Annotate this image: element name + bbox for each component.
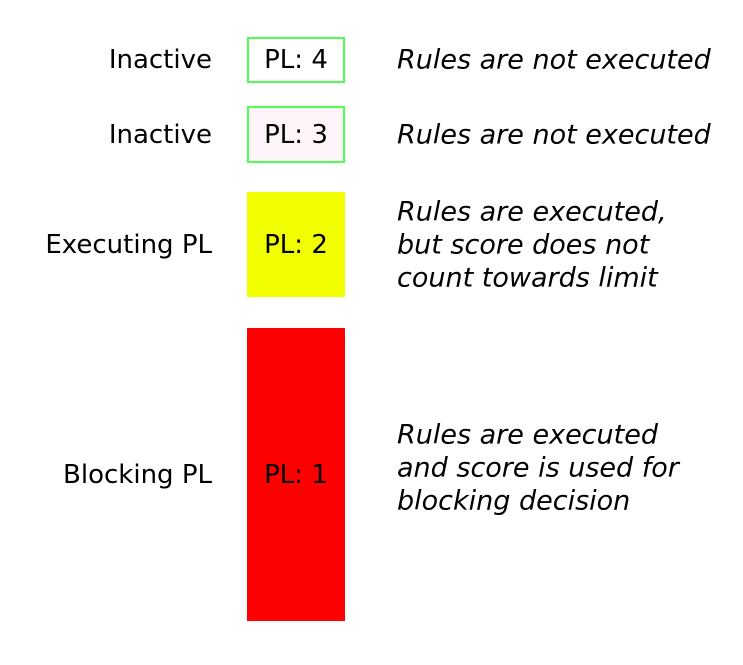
- row-pl2-description: Rules are executed, but score does not c…: [397, 196, 667, 293]
- pl3-box: PL: 3: [247, 106, 345, 163]
- row-pl1-label: Blocking PL: [63, 459, 212, 490]
- pl4-box: PL: 4: [247, 37, 345, 83]
- pl2-box: PL: 2: [247, 192, 345, 297]
- row-pl4: Inactive PL: 4 Rules are not executed: [0, 37, 743, 83]
- row-pl4-label: Inactive: [108, 45, 212, 75]
- row-pl1-description: Rules are executed and score is used for…: [397, 419, 679, 516]
- pl3-box-text: PL: 3: [264, 119, 328, 150]
- pl1-box: PL: 1: [247, 328, 345, 621]
- row-pl3-label: Inactive: [108, 119, 212, 150]
- pl2-box-text: PL: 2: [264, 229, 328, 260]
- row-pl1: Blocking PL PL: 1 Rules are executed and…: [0, 328, 743, 621]
- row-pl2: Executing PL PL: 2 Rules are executed, b…: [0, 192, 743, 297]
- pl4-box-text: PL: 4: [264, 45, 328, 75]
- row-pl3: Inactive PL: 3 Rules are not executed: [0, 106, 743, 163]
- row-pl2-label: Executing PL: [45, 229, 212, 260]
- row-pl3-description: Rules are not executed: [397, 119, 711, 150]
- row-pl4-description: Rules are not executed: [397, 44, 711, 76]
- pl1-box-text: PL: 1: [264, 459, 328, 490]
